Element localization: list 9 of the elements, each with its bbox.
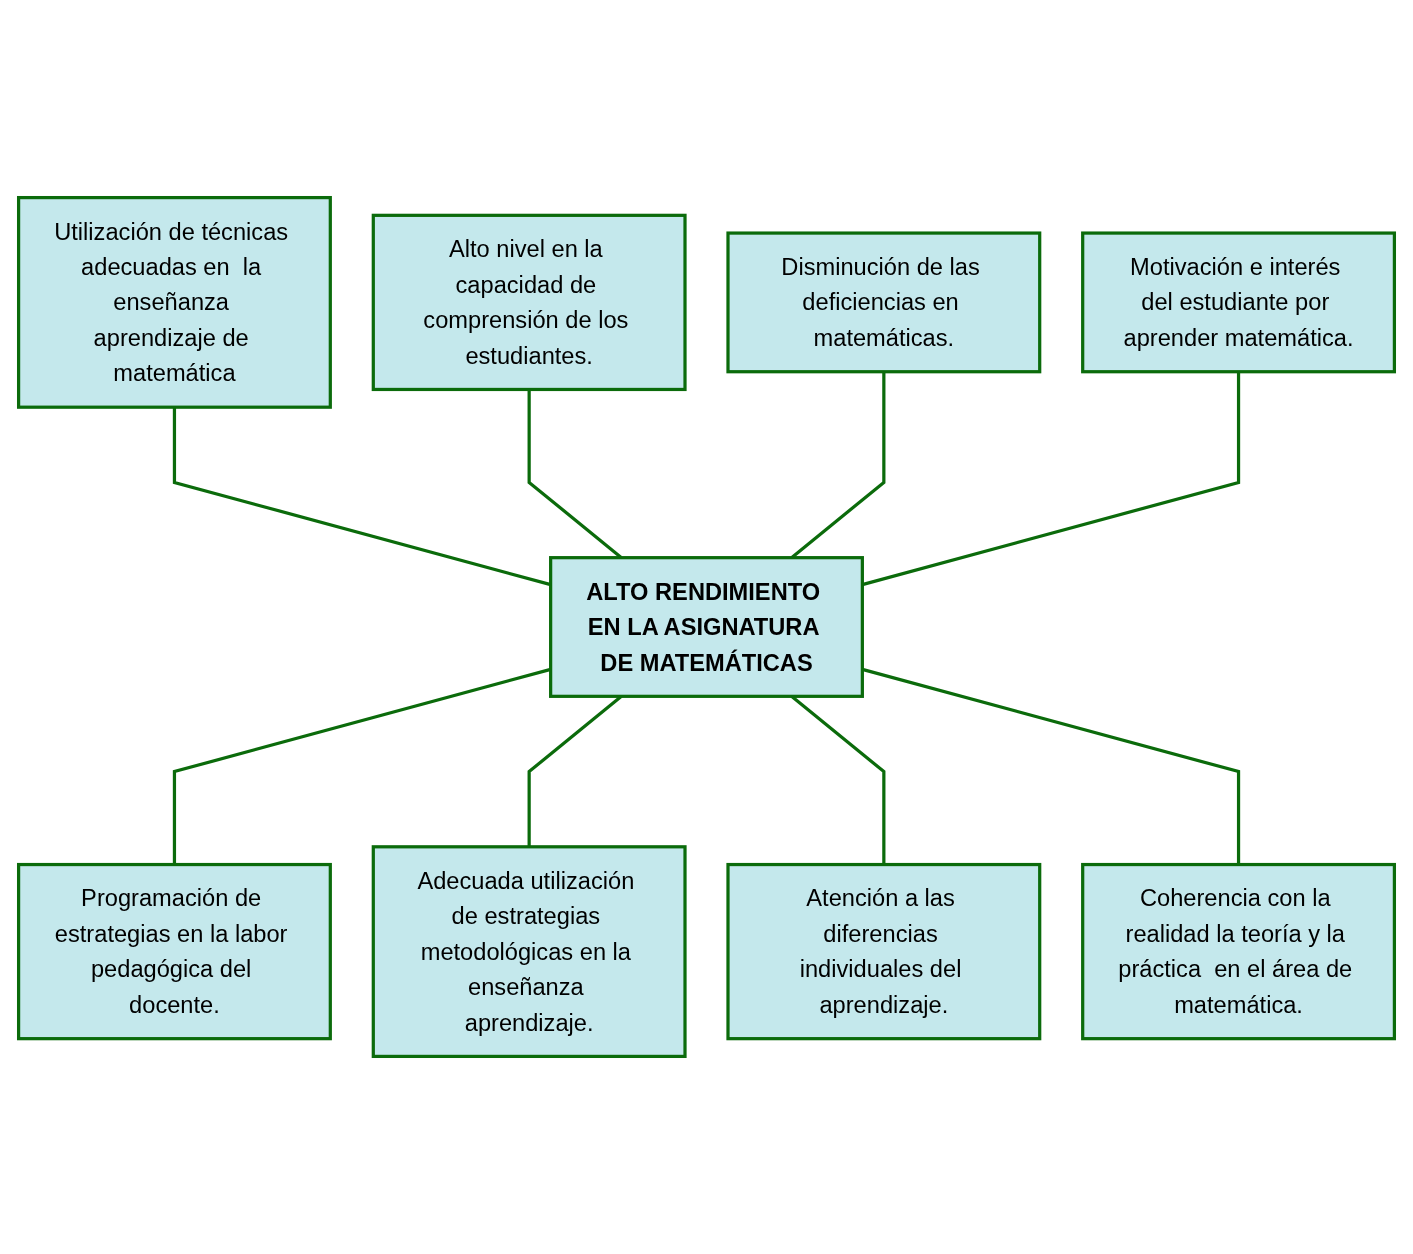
node-box: ALTO RENDIMIENTO EN LA ASIGNATURA DE MATEMÁTICAS xyxy=(549,556,864,698)
node-box: Coherencia con la realidad la teoría y la práctica en el área de matemática. xyxy=(1081,862,1396,1041)
node-box: Utilización de técnicas adecuadas en la enseñanza aprendizaje de matemática xyxy=(17,196,332,409)
node-box: Atención a las diferencias individuales del aprendizaje. xyxy=(726,862,1042,1041)
node-box: Adecuada utilización de estrategias metodológicas en la enseñanza aprendizaje. xyxy=(371,845,687,1058)
node-box: Disminución de las deficiencias en matemáticas. xyxy=(726,231,1042,374)
node-box: Programación de estrategias en la labor pedagógica del docente. xyxy=(17,862,332,1041)
node-box: Motivación e interés del estudiante por aprender matemática. xyxy=(1081,231,1396,374)
node-box: Alto nivel en la capacidad de comprensión de los estudiantes. xyxy=(371,213,687,392)
